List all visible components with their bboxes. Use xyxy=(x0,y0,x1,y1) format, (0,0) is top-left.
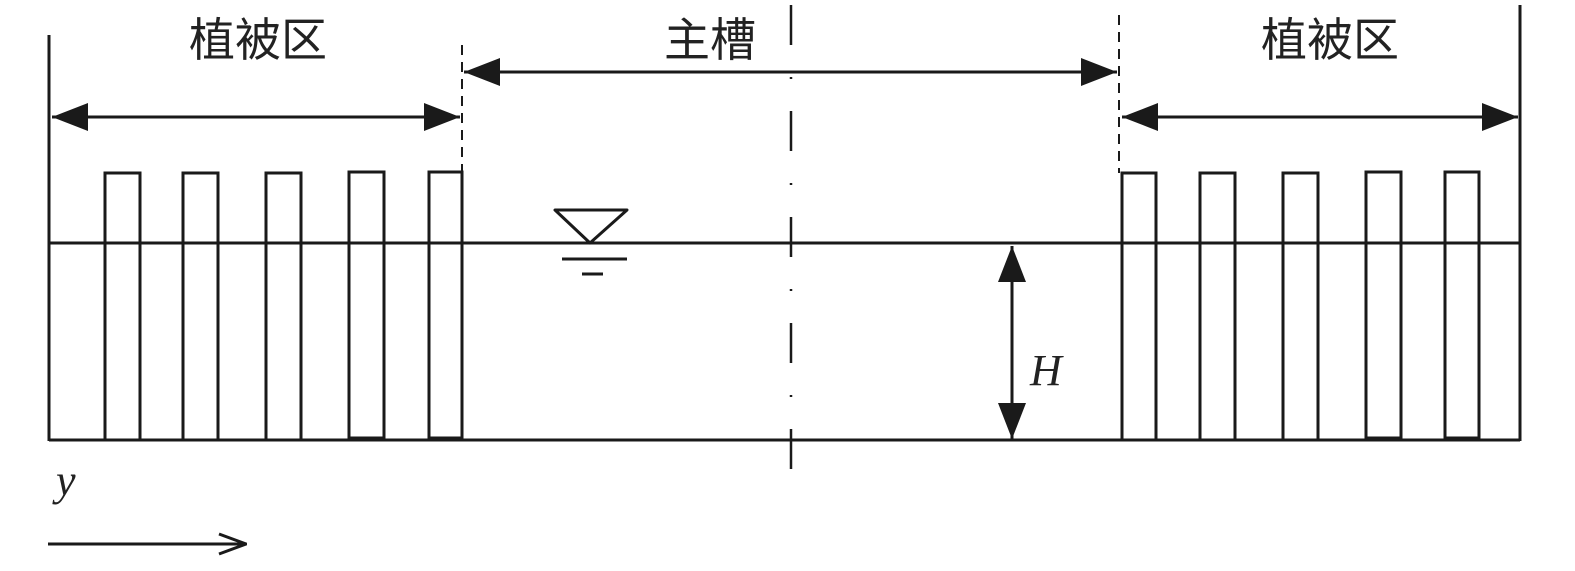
vegetation-stem xyxy=(1443,170,1481,440)
water-level-icon xyxy=(553,208,629,276)
left-zone-label: 植被区 xyxy=(189,13,327,67)
main-channel-label: 主槽 xyxy=(664,13,756,67)
vegetation-stem xyxy=(1120,171,1158,442)
left-vegetation xyxy=(103,170,464,442)
vegetation-stem xyxy=(103,171,142,442)
depth-label: H xyxy=(1029,346,1064,395)
vegetation-stem xyxy=(181,171,220,442)
vegetation-stem xyxy=(1281,171,1320,442)
axis-label: y xyxy=(52,456,76,505)
vegetation-stem xyxy=(427,170,464,440)
vegetation-stem xyxy=(347,170,386,440)
right-zone-label: 植被区 xyxy=(1261,13,1399,67)
vegetation-stem xyxy=(1198,171,1237,442)
vegetation-stem xyxy=(1364,170,1403,440)
right-vegetation xyxy=(1120,170,1481,442)
vegetation-stem xyxy=(264,171,303,442)
